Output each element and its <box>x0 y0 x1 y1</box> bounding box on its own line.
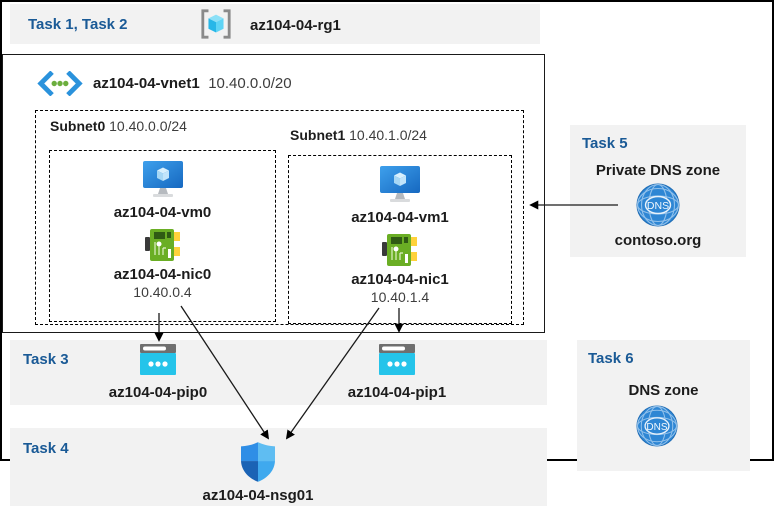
nic0-label: az104-04-nic0 <box>113 266 212 283</box>
subnet0-name: Subnet0 <box>50 118 106 134</box>
svg-text:DNS: DNS <box>646 422 667 433</box>
dns-zone-title: DNS zone <box>628 382 699 399</box>
vnet-cidr: 10.40.0.0/20 <box>208 74 292 92</box>
vnet-name: az104-04-vnet1 <box>93 74 200 92</box>
task6-panel: Task 6 DNS zone DNS <box>577 340 750 471</box>
task6-label: Task 6 <box>588 350 634 367</box>
nsg-label: az104-04-nsg01 <box>202 487 314 504</box>
task3-label: Task 3 <box>23 351 69 368</box>
task5-panel: Task 5 Private DNS zone DNS contoso.org <box>570 125 746 257</box>
resource-group-icon <box>201 9 231 39</box>
dns-globe-icon: DNS <box>636 183 680 227</box>
pip0-group: az104-04-pip0 <box>88 344 228 401</box>
subnet0-header: Subnet0 10.40.0.0/24 <box>50 118 187 134</box>
task4-panel: Task 4 az104-04-nsg01 <box>10 428 547 506</box>
pip0-label: az104-04-pip0 <box>108 384 208 401</box>
nic1-label: az104-04-nic1 <box>351 271 449 288</box>
vnet-name-label: az104-04-vnet1 10.40.0.0/20 <box>93 75 292 93</box>
private-dns-zone-title: Private DNS zone <box>595 162 721 179</box>
nic-icon <box>144 229 180 261</box>
public-ip-icon <box>379 344 415 375</box>
task3-panel: Task 3 az104-04-pip0 az104-04-pip1 <box>10 340 547 405</box>
vnet-title-row: az104-04-vnet1 10.40.0.0/20 <box>37 71 292 96</box>
vm-icon <box>142 161 183 197</box>
nic-icon <box>382 234 417 266</box>
nsg-shield-icon <box>241 442 275 482</box>
subnet1-cidr: 10.40.1.0/24 <box>349 127 427 143</box>
nsg-group: az104-04-nsg01 <box>178 442 338 504</box>
private-dns-zone-name: contoso.org <box>614 232 702 249</box>
tasks-label: Task 1, Task 2 <box>28 16 128 33</box>
svg-text:DNS: DNS <box>647 200 669 212</box>
task5-label: Task 5 <box>582 135 628 152</box>
dns-globe-icon: DNS <box>636 405 678 447</box>
nic0-ip: 10.40.0.4 <box>133 284 192 300</box>
subnet0-box: az104-04-vm0 az104-04-nic0 10.40.0.4 <box>49 150 276 322</box>
virtual-network-icon <box>37 71 83 96</box>
vm1-label: az104-04-vm1 <box>351 209 449 226</box>
vnet-box: az104-04-vnet1 10.40.0.0/20 Subnet0 10.4… <box>2 54 545 333</box>
public-ip-icon <box>140 344 176 375</box>
header-bar: Task 1, Task 2 az104-04-rg1 <box>10 4 540 44</box>
pip1-label: az104-04-pip1 <box>347 384 447 401</box>
vm0-label: az104-04-vm0 <box>113 204 212 221</box>
pip1-group: az104-04-pip1 <box>327 344 467 401</box>
subnet0-cidr: 10.40.0.0/24 <box>109 118 187 134</box>
nic1-ip: 10.40.1.4 <box>370 289 430 305</box>
subnet1-box: az104-04-vm1 az104-04-nic1 10.40.1.4 <box>288 155 512 324</box>
vm-icon <box>380 166 420 202</box>
subnets-outer-dashed-box: Subnet0 10.40.0.0/24 az <box>35 110 524 325</box>
resource-group-label: az104-04-rg1 <box>250 17 341 34</box>
subnet1-header: Subnet1 10.40.1.0/24 <box>290 127 427 143</box>
task4-label: Task 4 <box>23 440 69 457</box>
subnet1-name: Subnet1 <box>290 127 346 143</box>
